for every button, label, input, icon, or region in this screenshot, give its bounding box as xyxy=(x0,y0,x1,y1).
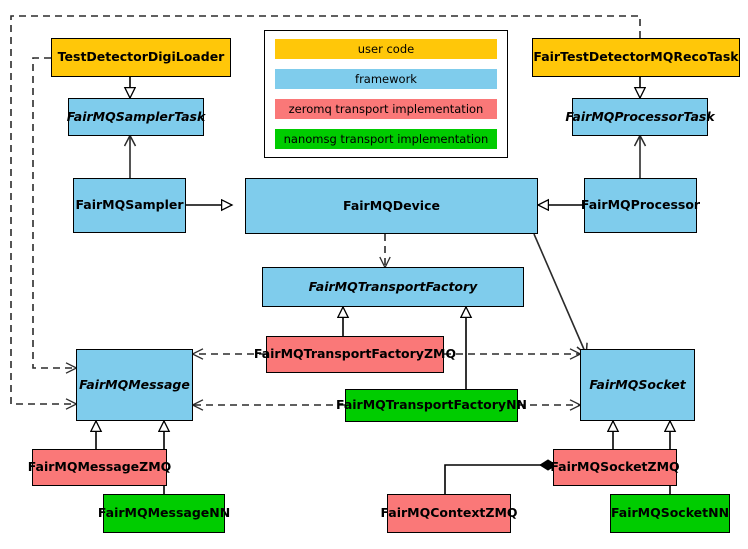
class-label: FairMQTransportFactory xyxy=(308,278,478,294)
class-label: FairMQSampler xyxy=(75,197,184,213)
legend-panel: user code framework zeromq transport imp… xyxy=(264,30,508,158)
class-box-fairmqsamplertask[interactable]: FairMQSamplerTask xyxy=(66,98,206,136)
class-box-fairmqtransportfactory[interactable]: FairMQTransportFactory xyxy=(262,267,524,307)
class-box-fairmqsocket[interactable]: FairMQSocket xyxy=(580,349,695,421)
class-label: FairMQProcessorTask xyxy=(565,108,715,124)
class-label: FairMQMessage xyxy=(79,376,190,392)
class-box-fairmqprocessortask[interactable]: FairMQProcessorTask xyxy=(565,98,715,136)
class-box-fairmqmessage[interactable]: FairMQMessage xyxy=(76,349,193,421)
class-label: FairMQProcessor xyxy=(580,197,701,213)
legend-item-user-code: user code xyxy=(275,39,497,59)
legend-item-zeromq: zeromq transport implementation xyxy=(275,99,497,119)
edge-recotask-message xyxy=(10,15,641,410)
class-box-fairmqtransportfactoryzmq[interactable]: FairMQTransportFactoryZMQ xyxy=(254,336,456,373)
class-box-fairmqtransportfactorynn[interactable]: FairMQTransportFactoryNN xyxy=(336,389,527,422)
class-label: FairMQTransportFactoryNN xyxy=(336,397,527,413)
class-box-fairmqsocketzmq[interactable]: FairMQSocketZMQ xyxy=(550,449,680,486)
class-box-fairmqmessagenn[interactable]: FairMQMessageNN xyxy=(98,494,230,533)
class-label: FairMQSocketNN xyxy=(610,505,730,521)
class-label: FairMQSocket xyxy=(589,376,686,392)
edge-digiloader-message xyxy=(32,57,78,374)
class-label: FairMQDevice xyxy=(343,197,440,213)
class-label: FairMQMessageZMQ xyxy=(27,459,172,475)
class-label: FairMQMessageNN xyxy=(97,505,231,521)
class-box-fairmqprocessor[interactable]: FairMQProcessor xyxy=(580,178,701,233)
class-box-fairmqdevice[interactable]: FairMQDevice xyxy=(245,178,538,234)
class-label: FairMQSocketZMQ xyxy=(550,459,680,475)
class-label: FairMQContextZMQ xyxy=(380,505,518,521)
legend-item-framework: framework xyxy=(275,69,497,89)
class-box-fairmqmessagezmq[interactable]: FairMQMessageZMQ xyxy=(28,449,171,486)
class-box-fairmqsampler[interactable]: FairMQSampler xyxy=(73,178,186,233)
edge-device-socket xyxy=(533,233,586,354)
class-label: FairMQTransportFactoryZMQ xyxy=(253,346,457,362)
class-box-fairmqsocketnn[interactable]: FairMQSocketNN xyxy=(610,494,730,533)
legend-item-nanomsg: nanomsg transport implementation xyxy=(275,129,497,149)
class-box-testdetectordigiloader[interactable]: TestDetectorDigiLoader xyxy=(51,38,231,77)
class-label: FairMQSamplerTask xyxy=(66,108,206,124)
class-box-fairmqcontextzmq[interactable]: FairMQContextZMQ xyxy=(380,494,518,533)
class-label: FairTestDetectorMQRecoTask xyxy=(533,49,739,65)
class-box-fairtestdetectormqrecotask[interactable]: FairTestDetectorMQRecoTask xyxy=(532,38,740,77)
class-label: TestDetectorDigiLoader xyxy=(57,49,225,65)
